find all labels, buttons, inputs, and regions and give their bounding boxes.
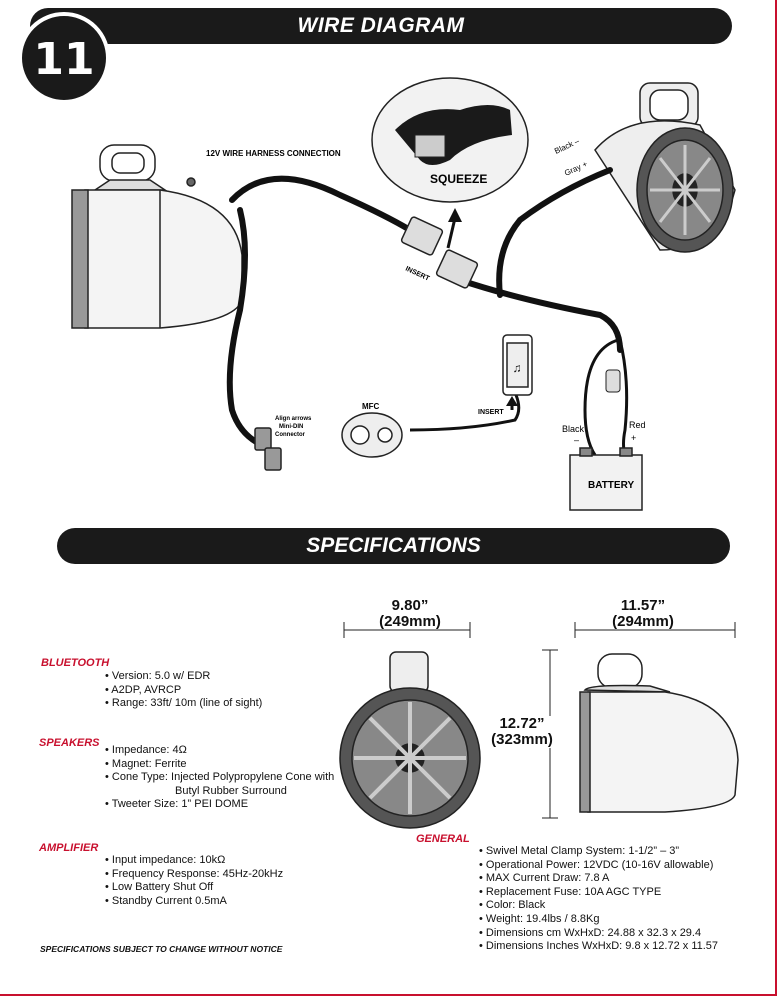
bluetooth-list: • Version: 5.0 w/ EDR • A2DP, AVRCP • Ra… (105, 670, 262, 711)
list-item: • Tweeter Size: 1” PEI DOME (105, 798, 249, 811)
insert-arrow (446, 217, 457, 249)
general-list: • Swivel Metal Clamp System: 1-1/2” – 3”… (479, 845, 718, 954)
footer-note: SPECIFICATIONS SUBJECT TO CHANGE WITHOUT… (40, 944, 283, 954)
inline-fuse (605, 369, 621, 393)
left-speaker-pod (71, 144, 243, 329)
harness-wires (226, 167, 623, 448)
mini-din-label: Mini-DIN (279, 424, 303, 430)
height-label: 12.72” (323mm) (482, 716, 562, 748)
height-mm: (323mm) (491, 731, 553, 748)
insert-label: INSERT (404, 265, 431, 282)
black-wire-label: Black – (553, 136, 581, 155)
list-item: • A2DP, AVRCP (105, 683, 182, 696)
side-depth-dimension (574, 622, 736, 638)
speakers-list: • Impedance: 4Ω • Magnet: Ferrite • Cone… (105, 744, 334, 812)
front-width-dimension (343, 622, 471, 638)
list-item: • MAX Current Draw: 7.8 A (479, 872, 610, 885)
list-item: • Standby Current 0.5mA (105, 894, 227, 907)
side-depth-mm: (294mm) (612, 613, 674, 630)
front-view-speaker (339, 651, 481, 829)
speakers-heading: SPEAKERS (39, 737, 100, 749)
minus-sign: – (574, 435, 579, 445)
list-item: • Impedance: 4Ω (105, 744, 187, 756)
list-item: • Color: Black (479, 899, 546, 912)
dimension-drawings (339, 622, 739, 829)
harness-label: 12V WIRE HARNESS CONNECTION (206, 149, 341, 158)
wire-diagram: ♫ 12V WIRE HARNESS CONNECTION SQUEEZE IN… (71, 77, 736, 511)
amplifier-list: • Input impedance: 10kΩ • Frequency Resp… (105, 854, 283, 908)
black-label: Black (562, 424, 585, 434)
list-item: • Weight: 19.4lbs / 8.8Kg (479, 912, 600, 925)
list-item: • Replacement Fuse: 10A AGC TYPE (479, 885, 662, 898)
mfc-remote (341, 412, 403, 458)
phone-insert-arrow-head (506, 396, 518, 406)
list-item: • Low Battery Shut Off (105, 881, 214, 894)
list-item: • Input impedance: 10kΩ (105, 854, 226, 866)
specifications-bar: SPECIFICATIONS (57, 528, 730, 564)
front-width-label: 9.80” (249mm) (370, 598, 450, 630)
bluetooth-heading: BLUETOOTH (41, 657, 110, 669)
mfc-label: MFC (362, 402, 380, 411)
side-depth-inches: 11.57” (620, 597, 666, 614)
list-item: • Version: 5.0 w/ EDR (105, 670, 211, 682)
plus-sign: + (631, 433, 636, 443)
align-arrows-label: Align arrows (275, 416, 312, 422)
list-item: • Dimensions Inches WxHxD: 9.8 x 12.72 x… (479, 940, 719, 953)
page-title: WIRE DIAGRAM (297, 14, 465, 37)
battery (569, 447, 643, 511)
squeeze-detail (371, 77, 529, 203)
step-number: 11 (33, 34, 95, 85)
list-item: Butyl Rubber Surround (175, 784, 287, 797)
specifications-title: SPECIFICATIONS (306, 534, 481, 557)
height-inches: 12.72” (499, 715, 545, 732)
squeeze-label: SQUEEZE (430, 172, 487, 186)
svg-text:♫: ♫ (513, 361, 522, 375)
list-item: • Frequency Response: 45Hz-20kHz (105, 867, 284, 880)
list-item: • Swivel Metal Clamp System: 1-1/2” – 3” (479, 845, 680, 857)
side-view-speaker (579, 653, 739, 813)
amplifier-heading: AMPLIFIER (39, 842, 99, 854)
general-heading: GENERAL (416, 833, 470, 845)
header-bar: WIRE DIAGRAM (30, 8, 732, 44)
connector-label: Connector (275, 432, 306, 438)
list-item: • Dimensions cm WxHxD: 24.88 x 32.3 x 29… (479, 926, 702, 939)
list-item: • Operational Power: 12VDC (10-16V allow… (479, 858, 714, 871)
phone-insert-label: INSERT (478, 409, 504, 416)
red-label: Red (629, 420, 646, 430)
list-item: • Magnet: Ferrite (105, 757, 187, 770)
mini-din-connector (254, 427, 282, 471)
side-depth-label: 11.57” (294mm) (598, 598, 688, 630)
front-width-mm: (249mm) (379, 613, 441, 630)
battery-label: BATTERY (588, 480, 634, 491)
list-item: • Range: 33ft/ 10m (line of sight) (105, 697, 263, 710)
list-item: • Cone Type: Injected Polypropylene Cone… (105, 771, 335, 784)
right-speaker-pod (594, 82, 736, 253)
front-width-inches: 9.80” (391, 597, 429, 614)
step-badge: 11 (18, 12, 110, 104)
gray-wire-label: Gray + (563, 159, 589, 178)
insert-arrow-head (448, 208, 462, 222)
harness-connector (400, 216, 479, 289)
phone: ♫ (502, 334, 533, 396)
